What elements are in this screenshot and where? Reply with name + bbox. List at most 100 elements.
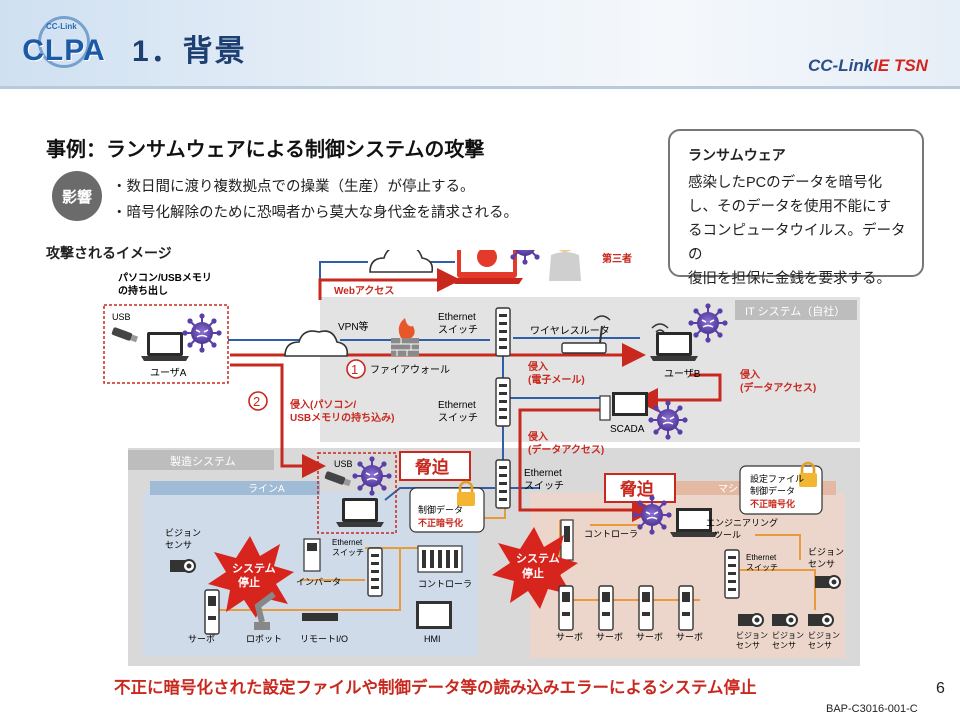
virus-icon [687,302,729,344]
servo-icon [598,585,614,631]
case-title: 事例：ランサムウェアによる制御システムの攻撃 [46,139,485,161]
vision-sensor-label-1: ビジョン [165,528,201,538]
impact-bullet-2: ・暗号化解除のために恐喝者から莫大な身代金を請求される。 [112,205,518,221]
machine-b-label: マシンB [718,484,755,495]
ethernet-switch-label-6: スイッチ [524,480,564,492]
system-stop-label-2: 停止 [238,575,260,589]
engineering-tool-label-2: ツール [714,530,741,540]
brand-prefix: CC-Link [808,56,874,75]
control-data-label: 制御データ [418,504,463,515]
vision-sensor-label-b3: ビジョン [808,631,840,640]
firewall-icon [391,318,419,356]
step-2-number: 2 [253,394,260,409]
servo-label-b3: サーボ [636,632,663,642]
ransomware-definition-box: ランサムウェア 感染したPCのデータを暗号化 し、そのデータを使用不能にす るコ… [668,129,924,287]
intrusion-data-label-1: 侵入 [739,368,760,381]
illegal-encrypt-label: 不正暗号化 [418,517,463,528]
vpn-label: VPN等 [338,320,369,333]
wifi-icon [651,323,669,333]
servo-label: サーボ [188,634,215,644]
setting-file-label: 設定ファイル [750,473,804,484]
servo-icon [678,585,694,631]
user-b-label: ユーザB [664,368,701,380]
usb-carry-label-2: の持ち出し [118,284,168,297]
vision-sensor-label-2: センサ [165,540,192,550]
page-title: 1．背景 [132,35,247,68]
manufacturing-system-label: 製造システム [170,454,236,468]
user-a-label: ユーザA [150,367,187,379]
controller-plc-icon [417,545,463,573]
user-a-laptop-icon [141,332,189,361]
web-access-label: Webアクセス [334,285,394,297]
step-1-marker [346,359,366,379]
inverter-icon [303,538,321,572]
intrusion-data-label-4: (データアクセス) [528,443,604,456]
vision-sensor-label-4: センサ [808,559,835,569]
definition-title: ランサムウェア [688,147,786,163]
remote-io-icon [302,613,338,621]
engineering-tool-laptop-icon [670,508,718,537]
scada-label: SCADA [610,424,645,435]
vision-sensor-label-3: ビジョン [808,547,844,557]
conclusion-message: 不正に暗号化された設定ファイルや制御データ等の読み込みエラーによるシステム停止 [114,679,757,697]
usb-label: USB [112,312,131,322]
vision-sensor-label-b2b: センサ [772,641,796,650]
threat-label-line-a: 脅迫 [414,457,450,477]
impact-bullet-1: ・数日間に渡り複数拠点での操業（生産）が停止する。 [112,179,475,195]
header-band [0,0,960,86]
scada-monitor-icon [599,392,648,421]
ethernet-switch-icon [495,307,511,357]
robot-label: ロボット [246,634,282,644]
servo-icon [558,585,574,631]
intrusion-data-label-2: (データアクセス) [740,381,816,394]
definition-line: し、そのデータを使用不能にす [688,199,892,215]
servo-label-b2: サーボ [596,632,623,642]
usb-stick-icon [324,471,352,487]
wireless-router-icon [561,315,611,354]
servo-icon [204,589,220,635]
system-stop-label-1: システム [232,562,276,575]
header-rule [0,86,960,89]
servo-label-b1: サーボ [556,632,583,642]
it-system-area [320,297,860,442]
definition-line: 復旧を担保に金銭を要求する。 [688,271,891,287]
robot-arm-icon [254,591,276,630]
ethernet-switch-small-label-4: スイッチ [746,563,778,572]
brand-suffix: IE TSN [873,56,928,75]
vision-sensor-icon [771,613,798,627]
user-a-carry-box [103,304,229,384]
servo-label-b4: サーボ [676,632,703,642]
logo-text: CLPA [22,34,106,67]
inverter-label: インバータ [296,577,341,587]
document-code: BAP-C3016-001-C [826,703,918,715]
line-a-pc-icon [336,498,384,527]
vision-sensor-label-b1: ビジョン [736,631,768,640]
virus-icon [631,494,673,536]
vision-sensor-icon [737,613,764,627]
hacker-person-icon [549,250,581,281]
ethernet-switch-small-label-1: Ethernet [332,538,363,547]
hmi-icon [416,601,452,629]
it-system-title-bar [735,300,857,320]
illegal-encrypt-label-b: 不正暗号化 [750,498,795,509]
impact-badge: 影響 [52,171,102,221]
vision-sensor-label-b2: ビジョン [772,631,804,640]
it-system-label: IT システム（自社） [745,304,845,318]
ethernet-switch-icon [495,459,511,509]
system-stop-label-4: 停止 [522,566,544,580]
manufacturing-title-bar [128,450,274,470]
servo-icon [638,585,654,631]
control-data-label-b: 制御データ [750,485,795,496]
intrusion-usb-label-1: 侵入(パソコン/ [289,398,356,411]
ethernet-switch-label-2: スイッチ [438,324,478,336]
vision-sensor-icon [169,559,196,573]
vision-sensor-label-b3b: センサ [808,641,832,650]
attack-diagram: IT システム（自社） 製造システム ラインA マシンB [103,250,860,666]
vision-sensor-icon [814,575,841,589]
system-stop-label-3: システム [516,552,560,565]
vision-sensor-icon [807,613,834,627]
ethernet-switch-icon [495,377,511,427]
internet-cloud-icon [369,250,434,273]
intrusion-usb-label-2: USBメモリの持ち込み) [290,411,394,424]
brand-logo: CC-LinkIE TSN [808,56,928,76]
